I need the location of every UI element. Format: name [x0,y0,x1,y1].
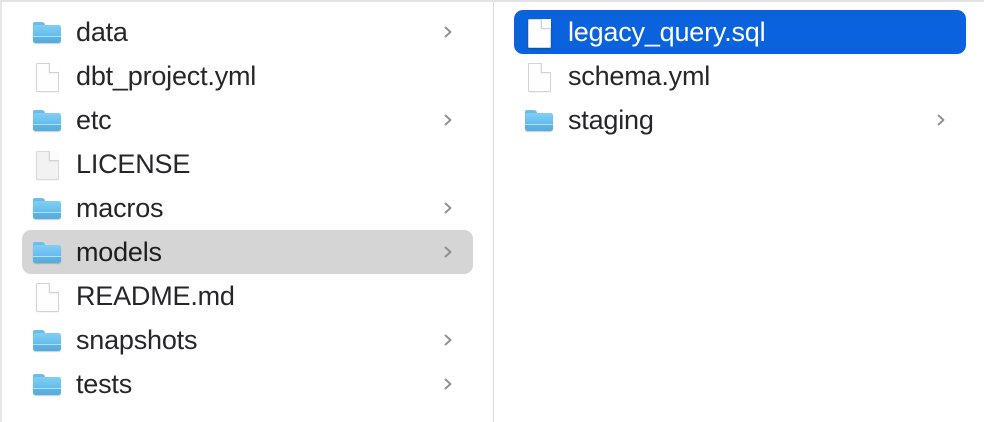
list-item[interactable]: legacy_query.sql [514,10,966,54]
list-item-label: README.md [76,281,235,311]
list-item-label: macros [76,193,164,223]
chevron-right-icon[interactable] [441,201,455,215]
list-item-label: models [76,237,162,267]
folder-icon [32,193,62,223]
list-item[interactable]: macros [22,186,473,230]
list-item-label: etc [76,105,112,135]
list-item-label: snapshots [76,325,198,355]
list-item[interactable]: models [22,230,473,274]
chevron-right-icon[interactable] [441,333,455,347]
file-icon [524,17,554,48]
chevron-right-icon[interactable] [441,25,455,39]
list-item-label: schema.yml [568,61,711,91]
folder-icon [32,105,62,135]
list-item-label: data [76,17,128,47]
folder-icon [524,105,554,135]
list-item[interactable]: LICENSE [22,142,473,186]
list-item[interactable]: schema.yml [514,54,966,98]
folder-icon [32,369,62,399]
list-item-label: LICENSE [76,149,191,179]
list-item-label: tests [76,369,133,399]
list-item[interactable]: tests [22,362,473,406]
models-column: legacy_query.sql schema.yml staging [493,2,984,422]
folder-icon [32,325,62,355]
chevron-right-icon[interactable] [441,113,455,127]
list-item-label: dbt_project.yml [76,61,257,91]
list-item[interactable]: snapshots [22,318,473,362]
folder-icon [32,17,62,47]
list-item[interactable]: dbt_project.yml [22,54,473,98]
file-icon [32,281,62,312]
chevron-right-icon[interactable] [934,113,948,127]
list-item[interactable]: data [22,10,473,54]
list-item[interactable]: README.md [22,274,473,318]
chevron-right-icon[interactable] [441,245,455,259]
chevron-right-icon[interactable] [441,377,455,391]
folder-icon [32,237,62,267]
file-icon [524,61,554,92]
file-icon [32,61,62,92]
list-item-label: staging [568,105,654,135]
file-plain-icon [32,149,62,180]
list-item-label: legacy_query.sql [568,17,766,47]
list-item[interactable]: staging [514,98,966,142]
list-item[interactable]: etc [22,98,473,142]
